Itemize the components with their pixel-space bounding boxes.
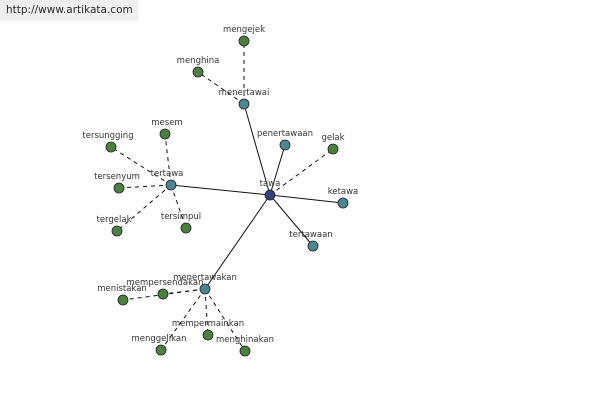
label-tersungging: tersungging — [82, 131, 133, 141]
label-tersenyum: tersenyum — [94, 172, 140, 182]
edge-menertawai-menghina — [197, 71, 245, 105]
edge-tertawa-tergelak — [116, 184, 172, 232]
edge-tawa-tertawaan — [269, 194, 314, 247]
node-mengejek[interactable] — [238, 35, 250, 47]
node-mempermainkan[interactable] — [202, 329, 214, 341]
node-menggelikan[interactable] — [155, 344, 167, 356]
node-tersimpul[interactable] — [180, 222, 192, 234]
node-menghinakan[interactable] — [239, 345, 251, 357]
node-menertawakan[interactable] — [199, 283, 211, 295]
node-menertawai[interactable] — [238, 98, 250, 110]
node-tawa[interactable] — [264, 189, 276, 201]
label-menggelikan: menggelikan — [131, 334, 186, 344]
label-tertawaan: tertawaan — [289, 230, 332, 240]
labels-layer: tawa menertawai tertawa penertawaan ketawa te… — [82, 25, 358, 345]
node-tertawaan[interactable] — [307, 240, 319, 252]
label-menertawai: menertawai — [219, 88, 270, 98]
label-menghinakan: menghinakan — [216, 335, 274, 345]
node-tertawa[interactable] — [165, 179, 177, 191]
label-tawa: tawa — [260, 179, 281, 189]
label-mempermainkan: mempermainkan — [172, 319, 244, 329]
label-tertawa: tertawa — [151, 169, 184, 179]
label-menistakan: menistakan — [97, 284, 147, 294]
label-penertawaan: penertawaan — [257, 129, 313, 139]
node-ketawa[interactable] — [337, 197, 349, 209]
node-tersungging[interactable] — [105, 141, 117, 153]
node-penertawaan[interactable] — [279, 139, 291, 151]
edge-tawa-menertawai — [243, 103, 271, 196]
edge-tawa-menertawakan — [204, 194, 271, 290]
label-tergelak: tergelak — [96, 215, 131, 225]
node-mesem[interactable] — [159, 128, 171, 140]
label-mesem: mesem — [151, 118, 182, 128]
edge-tawa-gelak — [269, 148, 334, 196]
node-gelak[interactable] — [327, 143, 339, 155]
label-menghina: menghina — [177, 56, 220, 66]
label-mengejek: mengejek — [223, 25, 265, 35]
edge-tawa-ketawa — [269, 194, 344, 204]
edge-tawa-tertawa — [170, 184, 271, 196]
node-menghina[interactable] — [192, 66, 204, 78]
edge-tertawa-tersenyum — [118, 184, 172, 189]
node-mempersendakan[interactable] — [157, 288, 169, 300]
node-tergelak[interactable] — [111, 225, 123, 237]
edge-tertawa-tersungging — [110, 146, 172, 186]
edge-menertawakan-mempersendakan — [162, 288, 206, 295]
edge-tertawa-mesem — [164, 133, 172, 186]
label-mempersendakan: mempersendakan — [127, 278, 204, 288]
edge-tawa-penertawaan — [269, 144, 286, 196]
node-tersenyum[interactable] — [113, 182, 125, 194]
label-tersimpul: tersimpul — [161, 212, 201, 222]
source-url: http://www.artikata.com — [0, 0, 138, 21]
label-ketawa: ketawa — [328, 187, 359, 197]
label-menertawakan: menertawakan — [173, 273, 237, 283]
label-gelak: gelak — [321, 133, 344, 143]
node-menistakan[interactable] — [117, 294, 129, 306]
nodes-layer — [105, 35, 349, 357]
